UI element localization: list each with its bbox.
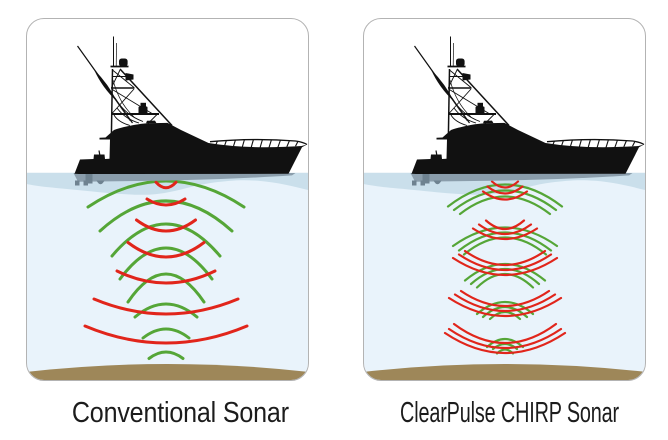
sonar-arc-red (490, 180, 520, 189)
sonar-arc-green (452, 189, 558, 212)
sonar-arc-red (154, 180, 178, 190)
panel-conventional-sonar (26, 18, 309, 381)
sonar-arc-red (457, 253, 553, 271)
sonar-arc-red (477, 223, 533, 236)
panel-border (363, 18, 646, 381)
sonar-arc-green (141, 327, 191, 340)
sonar-arc-green (110, 222, 222, 258)
sonar-arc-green (126, 272, 206, 304)
sonar-arc-red (452, 322, 558, 344)
sonar-arc-green (98, 199, 234, 233)
sonar-arc-red (447, 296, 563, 318)
sonar-arc-red (471, 227, 539, 240)
sonar-arc-green (457, 231, 553, 252)
sonar-arc-green (458, 195, 552, 216)
caption-conventional-sonar: Conventional Sonar (0, 399, 380, 429)
sonar-arc-green (118, 246, 214, 281)
caption-conventional-sonar-text: Conventional Sonar (71, 397, 289, 429)
panel-border (26, 18, 309, 381)
sonar-arc-red (463, 249, 547, 267)
sonar-arc-green (147, 350, 185, 360)
seafloor (364, 364, 645, 380)
sonar-arc-red (115, 269, 217, 285)
sonar-arc-red (135, 218, 197, 233)
sonar-arc-green (462, 236, 548, 256)
sonar-waves-chirp (443, 180, 567, 355)
sonar-arc-red (484, 219, 526, 231)
water (364, 173, 645, 380)
seafloor (27, 364, 308, 380)
sonar-arc-red (451, 256, 559, 276)
panel-clearpulse-chirp-sonar (363, 18, 646, 381)
sonar-arc-green (475, 301, 535, 316)
sonar-arc-green (485, 337, 525, 349)
caption-clearpulse-chirp-sonar: ClearPulse CHIRP Sonar (310, 399, 668, 429)
sonar-arc-green (446, 183, 564, 208)
sonar-arc-green (451, 226, 559, 248)
sonar-arc-red (126, 241, 206, 259)
water (27, 173, 308, 380)
sonar-arc-red (443, 331, 567, 355)
sonar-arc-red (486, 185, 524, 195)
sonar-arc-red (83, 324, 249, 345)
sonar-arc-red (145, 197, 187, 207)
caption-clearpulse-chirp-sonar-text: ClearPulse CHIRP Sonar (400, 397, 620, 429)
sonar-arc-red (447, 327, 563, 350)
sonar-arc-red (453, 293, 557, 312)
sonar-arc-red (459, 289, 551, 307)
sonar-waves-conventional (83, 179, 249, 360)
sonar-arc-red (481, 190, 529, 201)
sonar-arc-red (92, 297, 240, 316)
sonar-arc-green (86, 179, 246, 209)
